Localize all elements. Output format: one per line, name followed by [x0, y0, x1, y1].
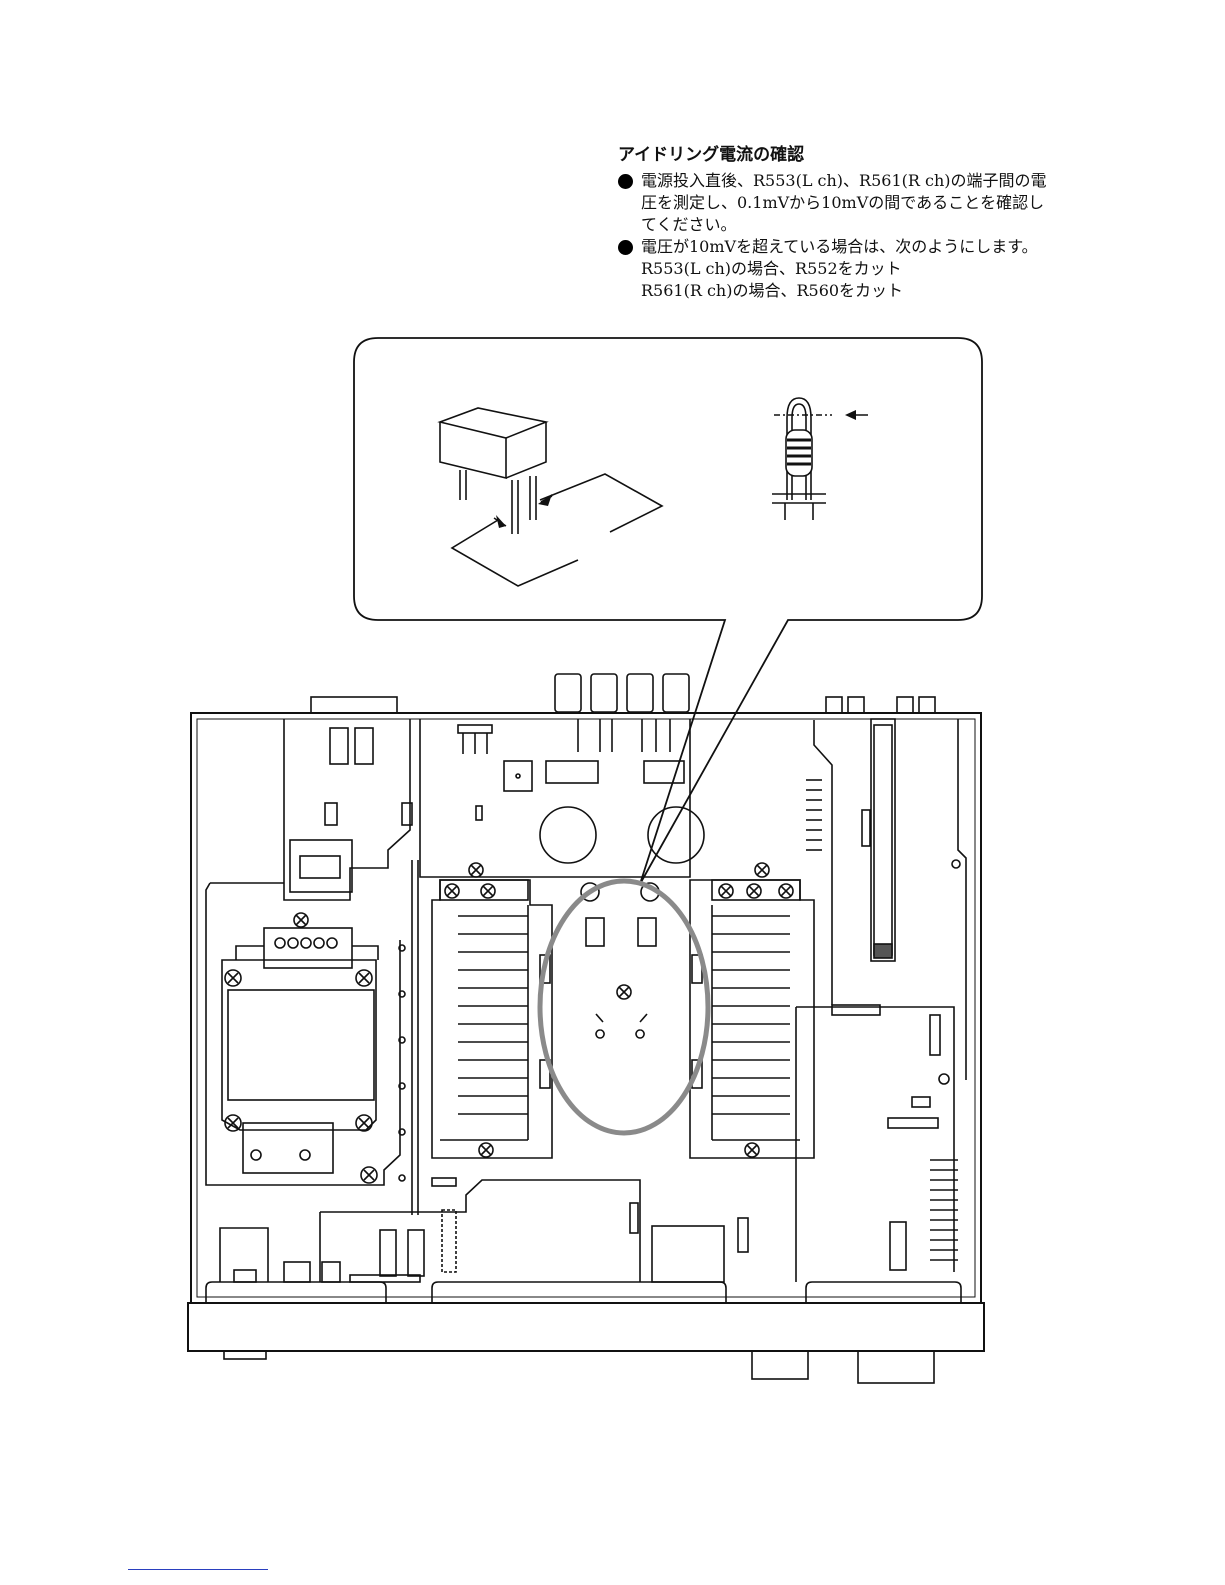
right-boards	[796, 719, 966, 1282]
highlight-ellipse	[540, 881, 708, 1133]
power-transformer-area	[206, 719, 418, 1215]
rear-speaker-terminals	[311, 674, 935, 713]
left-heatsink	[432, 880, 552, 1158]
footer-link-underline	[128, 1569, 268, 1570]
main-pcb	[420, 719, 704, 877]
lower-boards	[220, 1178, 748, 1282]
chassis-outline	[191, 713, 981, 1303]
center-resistor-area	[581, 883, 659, 1038]
